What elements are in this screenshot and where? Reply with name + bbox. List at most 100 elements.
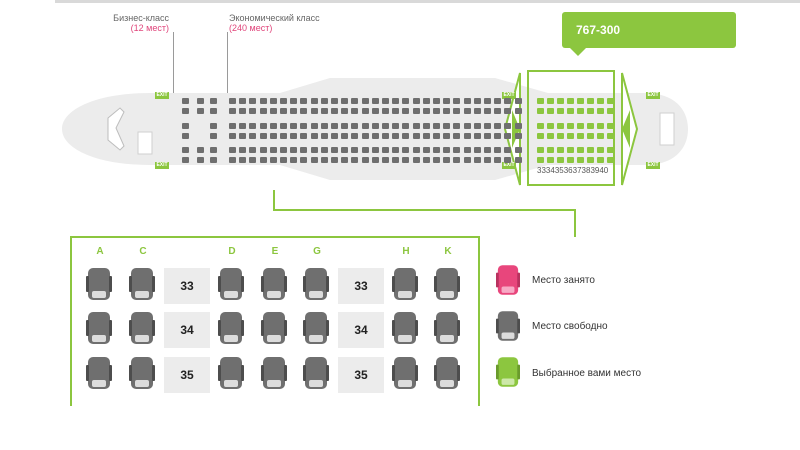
mini-seat[interactable]	[300, 98, 308, 104]
mini-seat[interactable]	[392, 108, 400, 114]
mini-seat[interactable]	[331, 108, 338, 114]
mini-seat-selected[interactable]	[577, 98, 584, 104]
mini-seat-selected[interactable]	[567, 157, 574, 163]
mini-seat[interactable]	[463, 98, 471, 104]
mini-seat-selected[interactable]	[587, 108, 594, 114]
mini-seat-selected[interactable]	[567, 147, 574, 153]
mini-seat[interactable]	[351, 133, 359, 139]
mini-seat-selected[interactable]	[577, 157, 584, 163]
mini-seat[interactable]	[280, 147, 287, 153]
mini-seat[interactable]	[371, 157, 379, 163]
mini-seat[interactable]	[382, 108, 389, 114]
mini-seat[interactable]	[280, 108, 287, 114]
mini-seat-selected[interactable]	[547, 108, 554, 114]
seat-button[interactable]	[86, 311, 112, 345]
mini-seat[interactable]	[229, 157, 236, 163]
mini-seat[interactable]	[494, 108, 502, 114]
mini-seat[interactable]	[382, 157, 389, 163]
mini-seat[interactable]	[249, 157, 257, 163]
mini-seat[interactable]	[239, 147, 247, 153]
mini-seat-selected[interactable]	[587, 147, 594, 153]
mini-seat[interactable]	[382, 133, 389, 139]
mini-seat[interactable]	[392, 133, 400, 139]
mini-seat[interactable]	[259, 157, 267, 163]
mini-seat-selected[interactable]	[547, 157, 554, 163]
mini-seat[interactable]	[229, 147, 236, 153]
mini-seat-selected[interactable]	[557, 108, 564, 114]
mini-seat[interactable]	[453, 108, 461, 114]
mini-seat[interactable]	[331, 147, 338, 153]
mini-seat[interactable]	[239, 98, 247, 104]
mini-seat[interactable]	[463, 147, 471, 153]
mini-seat-selected[interactable]	[557, 123, 564, 129]
mini-seat[interactable]	[239, 108, 247, 114]
mini-seat-selected[interactable]	[587, 98, 594, 104]
mini-seat[interactable]	[290, 147, 298, 153]
mini-seat[interactable]	[402, 108, 410, 114]
mini-seat[interactable]	[484, 98, 491, 104]
mini-seat[interactable]	[182, 157, 189, 163]
mini-seat[interactable]	[412, 123, 420, 129]
mini-seat[interactable]	[392, 98, 400, 104]
mini-seat[interactable]	[463, 108, 471, 114]
mini-seat[interactable]	[290, 108, 298, 114]
seat-button[interactable]	[86, 267, 112, 301]
mini-seat[interactable]	[463, 157, 471, 163]
mini-seat[interactable]	[453, 133, 461, 139]
mini-seat[interactable]	[300, 123, 308, 129]
mini-seat[interactable]	[259, 147, 267, 153]
seat-button[interactable]	[434, 311, 460, 345]
mini-seat-selected[interactable]	[557, 147, 564, 153]
mini-seat[interactable]	[341, 123, 349, 129]
mini-seat[interactable]	[197, 147, 204, 153]
mini-seat[interactable]	[382, 147, 389, 153]
mini-seat[interactable]	[320, 108, 328, 114]
mini-seat[interactable]	[229, 133, 236, 139]
mini-seat[interactable]	[182, 108, 189, 114]
mini-seat[interactable]	[239, 157, 247, 163]
mini-seat-selected[interactable]	[547, 133, 554, 139]
mini-seat-selected[interactable]	[597, 133, 604, 139]
mini-seat[interactable]	[514, 98, 522, 104]
mini-seat[interactable]	[422, 108, 430, 114]
zoom-selection-box[interactable]	[527, 70, 615, 186]
mini-seat[interactable]	[210, 147, 217, 153]
mini-seat-selected[interactable]	[537, 123, 544, 129]
mini-seat[interactable]	[249, 98, 257, 104]
mini-seat[interactable]	[310, 147, 318, 153]
mini-seat[interactable]	[463, 123, 471, 129]
mini-seat[interactable]	[239, 133, 247, 139]
mini-seat-selected[interactable]	[597, 123, 604, 129]
mini-seat[interactable]	[351, 98, 359, 104]
mini-seat-selected[interactable]	[537, 133, 544, 139]
mini-seat[interactable]	[392, 147, 400, 153]
mini-seat-selected[interactable]	[577, 108, 584, 114]
mini-seat[interactable]	[320, 133, 328, 139]
seat-button[interactable]	[434, 356, 460, 390]
mini-seat[interactable]	[402, 147, 410, 153]
mini-seat[interactable]	[259, 108, 267, 114]
mini-seat[interactable]	[300, 157, 308, 163]
mini-seat[interactable]	[453, 123, 461, 129]
mini-seat[interactable]	[269, 157, 277, 163]
seat-button[interactable]	[129, 356, 155, 390]
mini-seat[interactable]	[422, 147, 430, 153]
mini-seat[interactable]	[210, 98, 217, 104]
mini-seat[interactable]	[371, 147, 379, 153]
mini-seat[interactable]	[259, 133, 267, 139]
mini-seat[interactable]	[310, 98, 318, 104]
mini-seat-selected[interactable]	[607, 123, 614, 129]
mini-seat[interactable]	[361, 108, 369, 114]
mini-seat[interactable]	[484, 133, 491, 139]
mini-seat[interactable]	[197, 98, 204, 104]
mini-seat[interactable]	[300, 108, 308, 114]
mini-seat[interactable]	[229, 98, 236, 104]
mini-seat[interactable]	[412, 108, 420, 114]
mini-seat[interactable]	[249, 147, 257, 153]
mini-seat[interactable]	[473, 157, 481, 163]
mini-seat-selected[interactable]	[607, 98, 614, 104]
mini-seat[interactable]	[473, 147, 481, 153]
mini-seat[interactable]	[310, 133, 318, 139]
mini-seat[interactable]	[453, 157, 461, 163]
mini-seat-selected[interactable]	[537, 98, 544, 104]
